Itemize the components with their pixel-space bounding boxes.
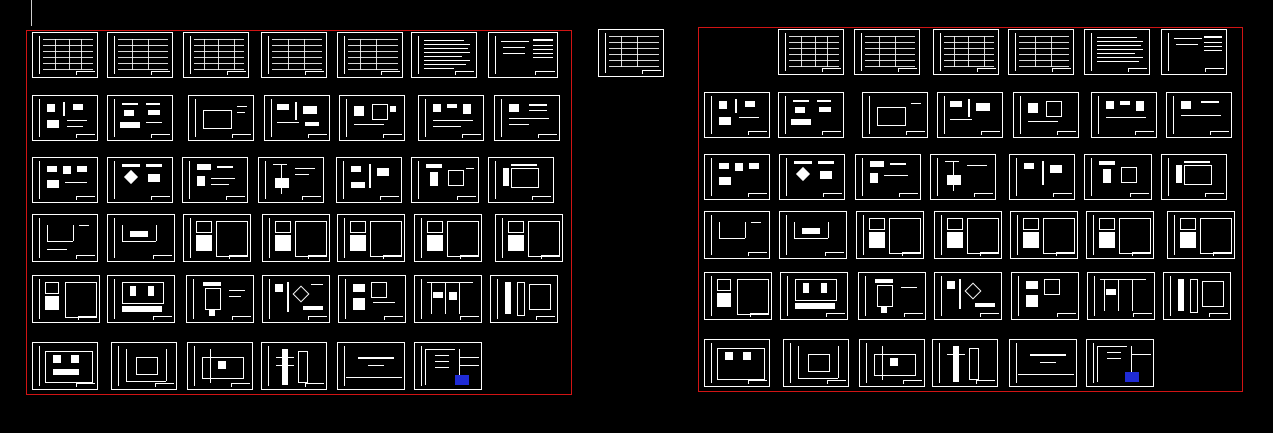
drawing-sheet[interactable]	[778, 92, 844, 138]
drawing-sheet[interactable]	[858, 272, 926, 320]
drawing-sheet[interactable]	[1009, 154, 1075, 200]
drawing-sheet[interactable]	[1010, 211, 1078, 259]
drawing-sheet[interactable]	[495, 214, 563, 262]
drawing-sheet[interactable]	[780, 272, 848, 320]
drawing-sheet[interactable]	[704, 154, 770, 200]
drawing-sheet[interactable]	[855, 154, 921, 200]
cover-sheet[interactable]	[1009, 339, 1077, 387]
drawing-sheet[interactable]	[107, 32, 173, 78]
drawing-sheet[interactable]	[1091, 92, 1157, 138]
drawing-sheet[interactable]	[704, 339, 770, 387]
drawing-sheet[interactable]	[418, 95, 484, 141]
drawing-sheet[interactable]	[488, 157, 554, 203]
drawing-sheet[interactable]	[183, 214, 251, 262]
drawing-sheet[interactable]	[934, 211, 1002, 259]
drawing-sheet[interactable]	[1086, 339, 1154, 387]
drawing-sheet[interactable]	[937, 92, 1003, 138]
drawing-sheet[interactable]	[414, 342, 482, 390]
drawing-sheet[interactable]	[862, 92, 928, 138]
drawing-sheet[interactable]	[930, 154, 996, 200]
drawing-sheet[interactable]	[1008, 29, 1074, 75]
drawing-sheet[interactable]	[32, 214, 98, 262]
drawing-sheet[interactable]	[261, 32, 327, 78]
drawing-sheet[interactable]	[856, 211, 924, 259]
drawing-sheet[interactable]	[932, 339, 998, 387]
drawing-sheet[interactable]	[494, 95, 560, 141]
drawing-sheet[interactable]	[186, 275, 254, 323]
drawing-sheet[interactable]	[1011, 272, 1079, 320]
drawing-sheet[interactable]	[704, 211, 770, 259]
drawing-sheet[interactable]	[107, 157, 173, 203]
floating-drawing-sheet[interactable]	[598, 29, 664, 77]
drawing-sheet[interactable]	[1161, 154, 1227, 200]
drawing-sheet[interactable]	[1084, 154, 1152, 200]
drawing-sheet[interactable]	[411, 157, 479, 203]
drawing-sheet[interactable]	[1087, 272, 1155, 320]
drawing-sheet[interactable]	[111, 342, 177, 390]
drawing-sheet[interactable]	[1167, 211, 1235, 259]
drawing-sheet[interactable]	[261, 342, 327, 390]
drawing-sheet[interactable]	[779, 154, 845, 200]
drawing-sheet[interactable]	[182, 157, 248, 203]
drawing-sheet[interactable]	[1086, 211, 1154, 259]
drawing-sheet[interactable]	[32, 275, 100, 323]
drawing-sheet[interactable]	[337, 32, 403, 78]
drawing-sheet[interactable]	[859, 339, 925, 387]
drawing-sheet[interactable]	[32, 32, 98, 78]
drawing-sheet[interactable]	[704, 272, 772, 320]
cover-sheet[interactable]	[337, 342, 405, 390]
drawing-sheet[interactable]	[336, 157, 402, 203]
drawing-sheet[interactable]	[1166, 92, 1232, 138]
drawing-sheet[interactable]	[1084, 29, 1150, 75]
crosshair-cursor	[31, 0, 32, 26]
drawing-sheet[interactable]	[783, 339, 849, 387]
drawing-sheet[interactable]	[107, 275, 175, 323]
drawing-sheet[interactable]	[339, 95, 405, 141]
drawing-sheet[interactable]	[1163, 272, 1231, 320]
drawing-sheet[interactable]	[934, 272, 1002, 320]
drawing-sheet[interactable]	[488, 32, 558, 78]
drawing-sheet[interactable]	[779, 211, 847, 259]
left-drawing-region[interactable]	[26, 30, 572, 395]
right-drawing-region[interactable]	[698, 27, 1243, 392]
drawing-sheet[interactable]	[414, 275, 482, 323]
drawing-sheet[interactable]	[262, 214, 330, 262]
drawing-sheet[interactable]	[107, 95, 173, 141]
drawing-sheet[interactable]	[337, 214, 405, 262]
drawing-sheet[interactable]	[183, 32, 249, 78]
drawing-sheet[interactable]	[32, 157, 98, 203]
drawing-sheet[interactable]	[490, 275, 558, 323]
highlight-swatch	[1125, 372, 1139, 382]
drawing-sheet[interactable]	[258, 157, 324, 203]
drawing-sheet[interactable]	[1161, 29, 1227, 75]
highlight-swatch	[455, 375, 469, 385]
drawing-sheet[interactable]	[187, 342, 253, 390]
drawing-sheet[interactable]	[778, 29, 844, 75]
drawing-sheet[interactable]	[933, 29, 999, 75]
drawing-sheet[interactable]	[411, 32, 477, 78]
drawing-sheet[interactable]	[32, 342, 98, 390]
drawing-sheet[interactable]	[338, 275, 406, 323]
drawing-sheet[interactable]	[264, 95, 330, 141]
drawing-sheet[interactable]	[414, 214, 482, 262]
drawing-sheet[interactable]	[107, 214, 175, 262]
drawing-sheet[interactable]	[704, 92, 770, 138]
drawing-sheet[interactable]	[1013, 92, 1079, 138]
drawing-sheet[interactable]	[188, 95, 254, 141]
drawing-sheet[interactable]	[854, 29, 920, 75]
drawing-sheet[interactable]	[32, 95, 98, 141]
drawing-sheet[interactable]	[262, 275, 330, 323]
